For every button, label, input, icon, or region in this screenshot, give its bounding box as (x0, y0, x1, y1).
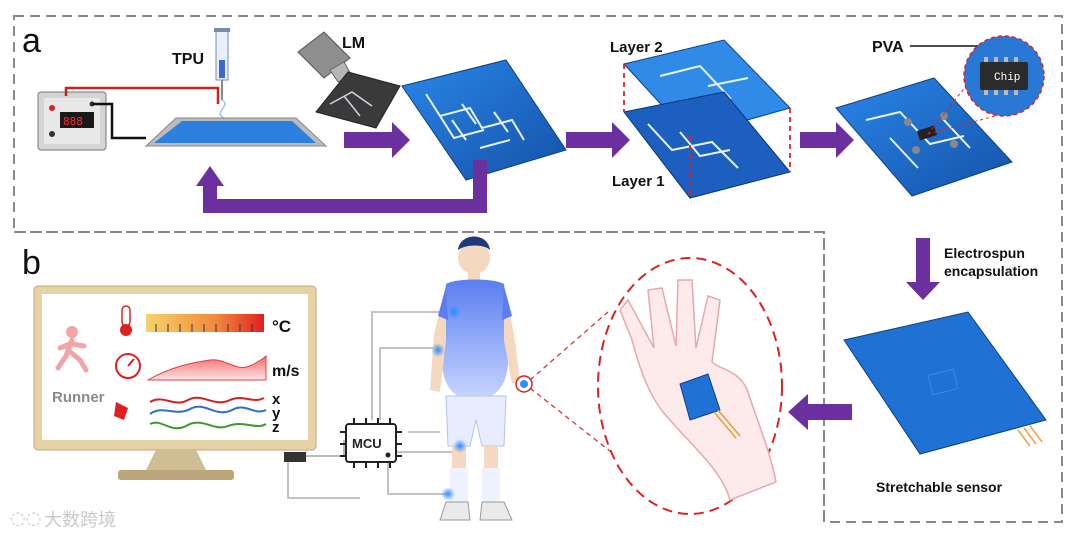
arrow-left (788, 394, 852, 430)
arrow-feedback (210, 160, 480, 206)
tpu-label: TPU (172, 51, 204, 68)
power-supply-icon: 888 (38, 92, 106, 150)
arrow-feedback-head (196, 166, 224, 186)
encap-label-1: Electrospun (944, 245, 1025, 261)
mcu-label: MCU (352, 436, 382, 451)
speedometer-icon (116, 354, 140, 378)
panel-b-label: b (22, 244, 41, 282)
sensor-point-ankle (441, 487, 455, 501)
thermometer-icon (120, 306, 132, 336)
stretchable-sensor-sheet (844, 312, 1046, 454)
watermark-text: 大数跨境 (44, 510, 116, 531)
lm-label: LM (342, 35, 365, 52)
chip-label: Chip (994, 72, 1020, 84)
arrow-down (906, 238, 940, 300)
watermark-logo-icon: ◌◌ (10, 508, 41, 529)
layer1-label: Layer 1 (612, 173, 665, 190)
layer2-label: Layer 2 (610, 39, 663, 56)
arrow-step-3 (800, 122, 854, 158)
sensor-point-knee (453, 439, 467, 453)
axis-z-label: z (272, 419, 280, 436)
hand-zoom-line-1 (530, 312, 608, 380)
pva-label: PVA (872, 39, 904, 56)
sensor-point-shoulder (447, 305, 461, 319)
temp-unit: °C (272, 317, 291, 336)
speed-unit: m/s (272, 363, 300, 380)
arrow-step-1 (344, 122, 410, 158)
encap-label-2: encapsulation (944, 263, 1038, 279)
usb-dongle (284, 452, 306, 462)
temperature-bar (146, 314, 264, 332)
athlete-figure (430, 237, 520, 521)
arrow-step-2 (566, 122, 630, 158)
sensor-point-wrist (520, 380, 528, 388)
stretchable-label: Stretchable sensor (876, 479, 1003, 495)
panel-a-label: a (22, 22, 41, 60)
sensor-point-arm (431, 343, 445, 357)
printed-substrate (316, 72, 400, 128)
runner-label: Runner (52, 389, 105, 406)
svg-text:888: 888 (63, 115, 83, 128)
tpu-film (154, 121, 316, 143)
